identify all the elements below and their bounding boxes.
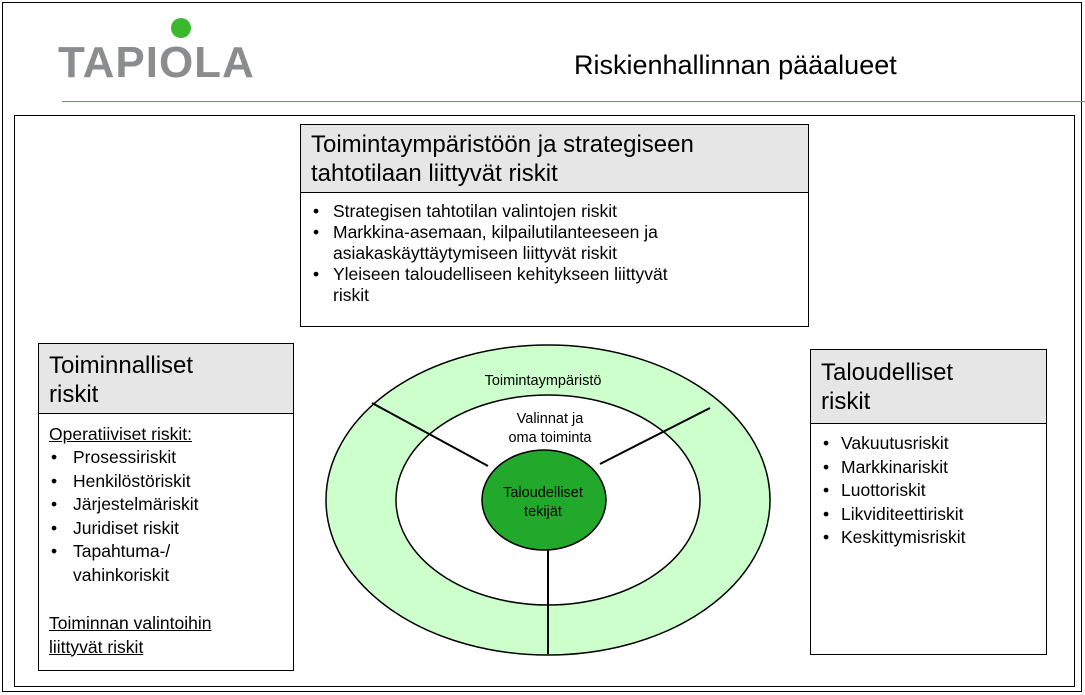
financial-risks-title: Taloudelliset riskit [811,350,1046,424]
financial-risks-box: Taloudelliset riskit Vakuutusriskit Mark… [810,349,1047,655]
list-item: Yleiseen taloudelliseen kehitykseen liit… [301,264,808,306]
financial-risks-title-line1: Taloudelliset [821,359,954,386]
list-item: Juridiset riskit [39,517,293,541]
logo-wordmark: TAPIOLA [58,38,255,87]
logo-green-dot [171,18,191,38]
list-item: Keskittymisriskit [811,526,1046,550]
operational-footer: Toiminnan valintoihin liittyvät riskit [39,587,293,659]
operational-footer-line2: liittyvät riskit [49,636,144,657]
operational-risks-title-line2: riskit [49,381,99,408]
list-item: Henkilöstöriskit [39,470,293,494]
strategic-risks-title: Toimintaympäristöön ja strategiseen taht… [301,125,808,193]
list-item: Vakuutusriskit [811,432,1046,456]
financial-risks-title-line2: riskit [821,388,871,415]
operational-risks-title-line1: Toiminnalliset [49,352,194,379]
strategic-risks-list: Strategisen tahtotilan valintojen riskit… [301,193,808,306]
list-item: Luottoriskit [811,479,1046,503]
operational-risks-box: Toiminnalliset riskit Operatiiviset risk… [38,343,294,671]
operational-risks-list: Prosessiriskit Henkilöstöriskit Järjeste… [39,446,293,587]
list-item: Prosessiriskit [39,446,293,470]
list-item: Järjestelmäriskit [39,493,293,517]
page-title: Riskienhallinnan pääalueet [574,50,897,80]
tapiola-logo: TAPIOLA [58,14,298,87]
strategic-risks-title-line2: tahtotilaan liittyvät riskit [311,160,558,187]
operational-risks-title: Toiminnalliset riskit [39,344,293,414]
title-divider [62,101,1085,102]
strategic-risks-title-line1: Toimintaympäristöön ja strategiseen [311,131,694,158]
list-item: Markkinariskit [811,456,1046,480]
list-item: Markkina-asemaan, kilpailutilanteeseen j… [301,222,808,264]
list-item: Likviditeettiriskit [811,503,1046,527]
financial-risks-list: Vakuutusriskit Markkinariskit Luottorisk… [811,424,1046,550]
operational-subheading: Operatiiviset riskit: [49,424,192,444]
strategic-risks-box: Toimintaympäristöön ja strategiseen taht… [300,124,809,327]
content-frame [14,115,1075,687]
operational-footer-line1: Toiminnan valintoihin [49,613,212,633]
list-item: Tapahtuma-/vahinkoriskit [39,540,293,587]
list-item: Strategisen tahtotilan valintojen riskit [301,201,808,222]
